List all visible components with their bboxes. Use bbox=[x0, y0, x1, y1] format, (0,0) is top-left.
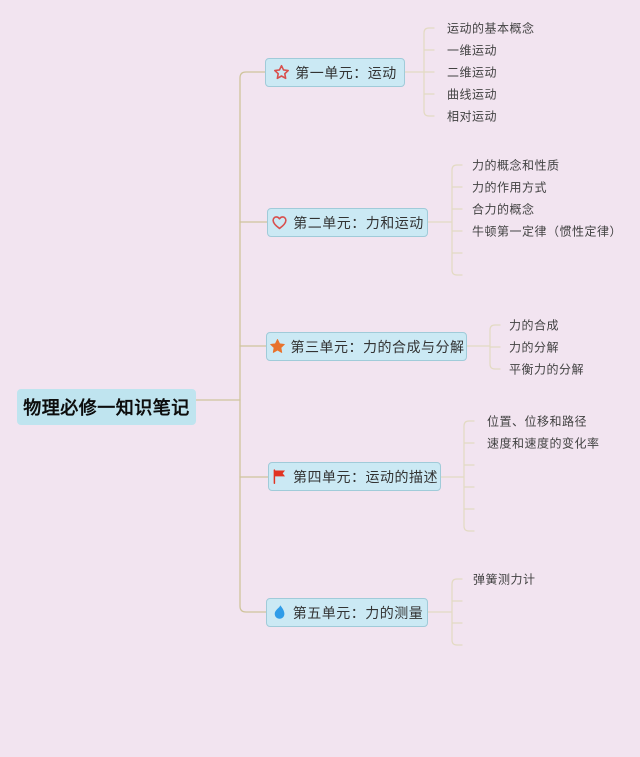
node-unit-2[interactable]: 第二单元：力和运动 bbox=[267, 208, 428, 237]
node-unit-4[interactable]: 第四单元：运动的描述 bbox=[268, 462, 441, 491]
root-node-label: 物理必修一知识笔记 bbox=[23, 398, 190, 418]
node-unit-4-label: 第四单元：运动的描述 bbox=[293, 468, 438, 485]
flag-icon bbox=[271, 468, 288, 485]
child-item[interactable]: 力的作用方式 bbox=[472, 180, 548, 195]
child-item[interactable]: 力的合成 bbox=[509, 318, 560, 333]
child-item[interactable]: 运动的基本概念 bbox=[447, 21, 535, 36]
node-unit-5[interactable]: 第五单元：力的测量 bbox=[266, 598, 428, 627]
child-item[interactable]: 平衡力的分解 bbox=[509, 362, 585, 377]
child-item[interactable]: 弹簧测力计 bbox=[473, 572, 536, 587]
node-unit-1-label: 第一单元：运动 bbox=[295, 64, 397, 81]
node-unit-1[interactable]: 第一单元：运动 bbox=[265, 58, 405, 87]
child-item[interactable]: 力的概念和性质 bbox=[472, 158, 560, 173]
child-item[interactable]: 曲线运动 bbox=[447, 87, 498, 102]
star-filled-icon bbox=[269, 338, 286, 355]
child-item[interactable]: 一维运动 bbox=[447, 43, 498, 58]
child-branch-lines bbox=[404, 27, 501, 646]
child-item[interactable]: 相对运动 bbox=[447, 109, 498, 124]
star-outline-icon bbox=[273, 64, 290, 81]
heart-outline-icon bbox=[271, 214, 288, 231]
child-item[interactable]: 速度和速度的变化率 bbox=[487, 436, 600, 451]
node-unit-3[interactable]: 第三单元：力的合成与分解 bbox=[266, 332, 467, 361]
root-node[interactable]: 物理必修一知识笔记 bbox=[17, 389, 196, 425]
node-unit-3-label: 第三单元：力的合成与分解 bbox=[290, 338, 465, 355]
child-item[interactable]: 二维运动 bbox=[447, 65, 498, 80]
child-item[interactable]: 牛顿第一定律（惯性定律） bbox=[472, 224, 623, 239]
node-unit-2-label: 第二单元：力和运动 bbox=[293, 214, 424, 231]
child-item[interactable]: 合力的概念 bbox=[472, 202, 535, 217]
node-unit-5-label: 第五单元：力的测量 bbox=[292, 604, 424, 621]
child-item[interactable]: 位置、位移和路径 bbox=[487, 414, 588, 429]
trunk-lines bbox=[195, 71, 269, 613]
flame-icon bbox=[271, 604, 288, 621]
child-item[interactable]: 力的分解 bbox=[509, 340, 560, 355]
